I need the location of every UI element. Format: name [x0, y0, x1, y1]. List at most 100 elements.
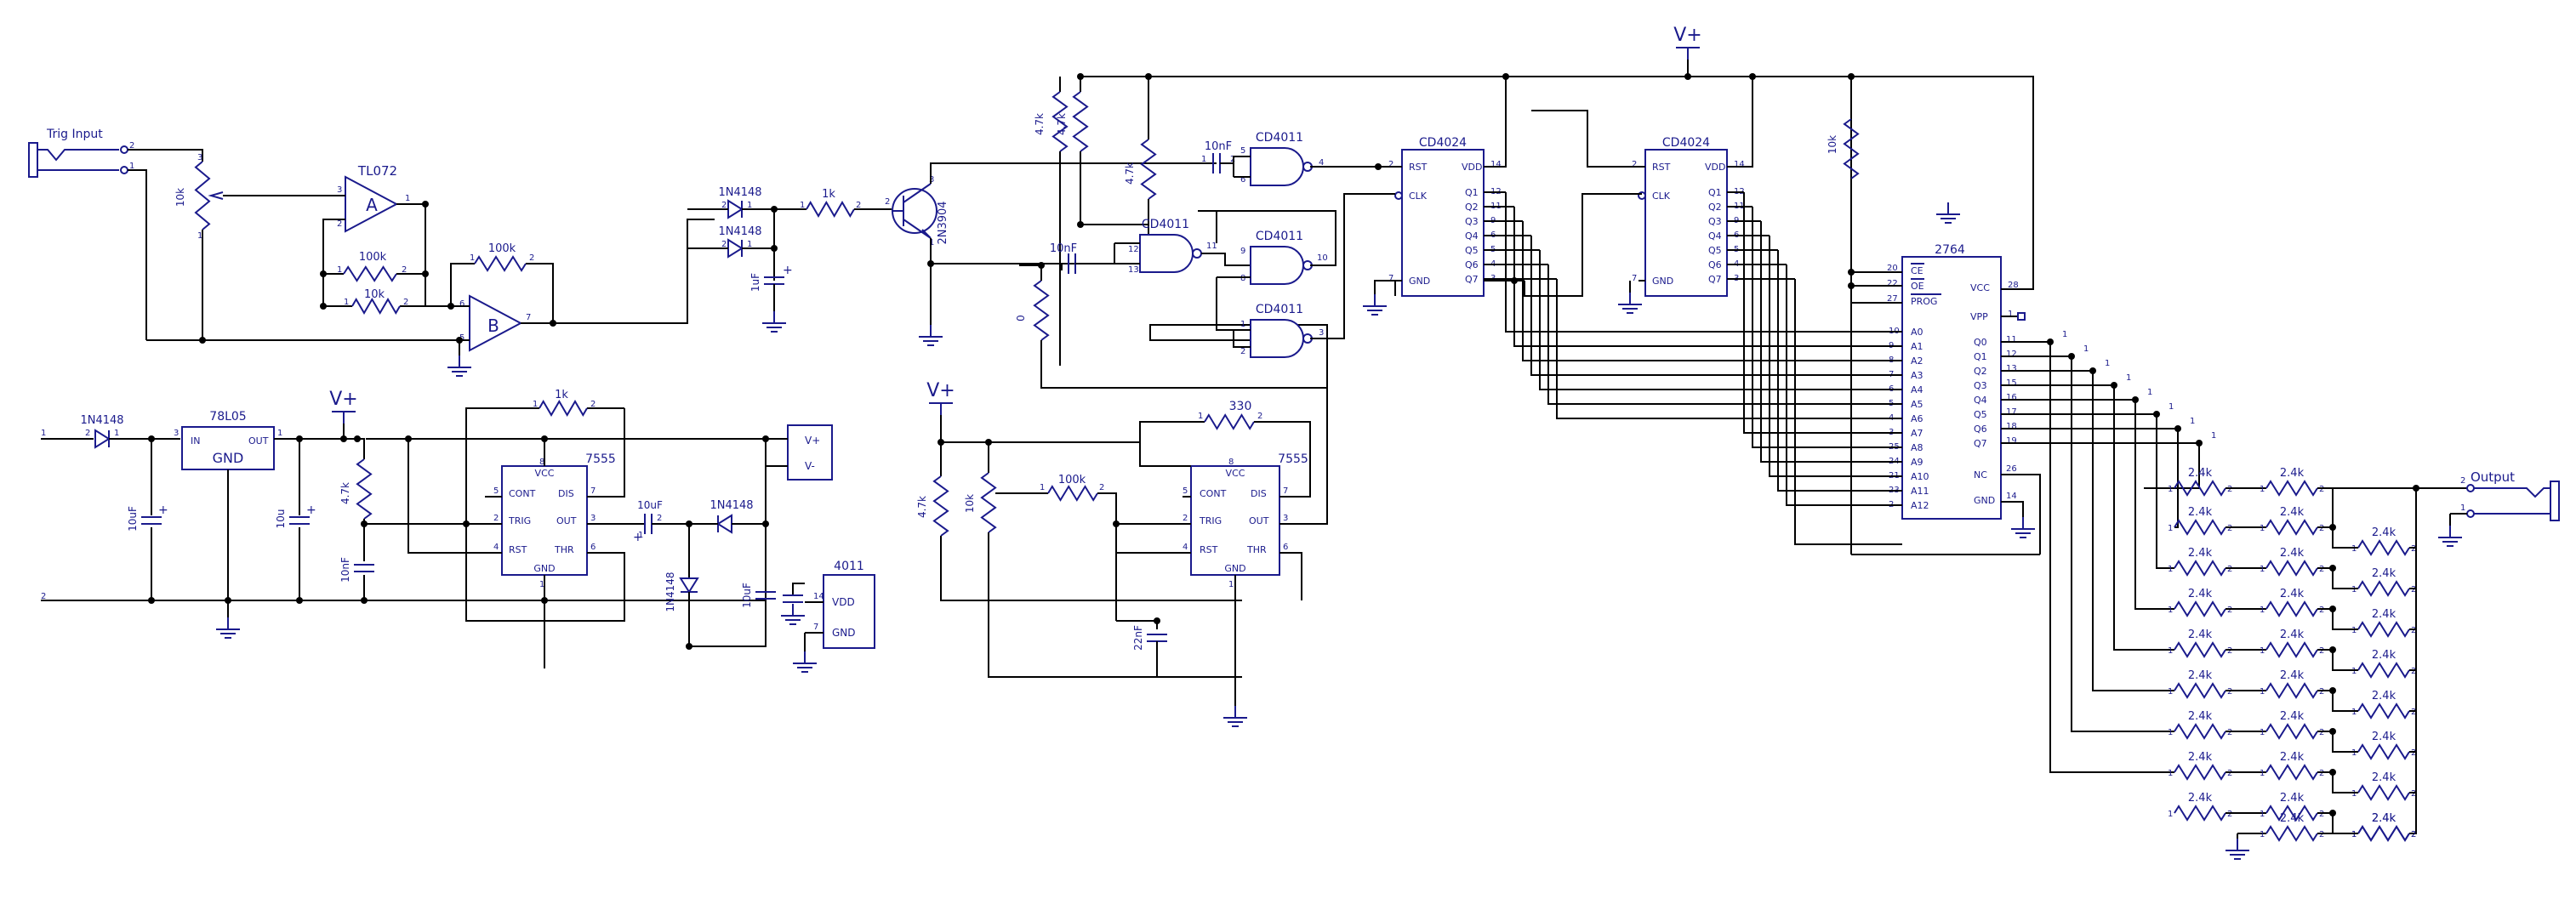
eprom-d-q5: Q5 — [1974, 409, 1987, 420]
junction-dot — [771, 245, 778, 252]
pin-number: 1 — [129, 162, 134, 171]
pin-number: 15 — [2006, 378, 2017, 388]
cap-10uf-2-label: 10uF — [741, 583, 753, 608]
cd4024-1-q3: Q3 — [1465, 216, 1479, 227]
junction-dot — [1113, 520, 1120, 527]
diode-icon — [94, 429, 111, 449]
pin-number: 1 — [2169, 402, 2174, 412]
pin-number: 1 — [41, 429, 46, 438]
pin-number: 1 — [2260, 830, 2265, 839]
diode-icon — [727, 238, 744, 259]
pin-number: 1 — [2008, 310, 2013, 319]
junction-dot — [422, 270, 429, 277]
pin-number: 2 — [85, 429, 90, 438]
pin-number: 1 — [2126, 373, 2131, 383]
diode-icon — [727, 199, 744, 219]
ic-4011-power — [823, 574, 875, 649]
r2r-shunt-label: 2.4k — [2372, 526, 2396, 539]
pin-number: 8 — [539, 458, 544, 467]
pin-number: 7 — [1283, 486, 1288, 496]
eprom-a3: A3 — [1911, 370, 1923, 381]
pin-number: 5 — [1240, 146, 1245, 156]
power-rail-label: V+ — [329, 389, 357, 410]
r2r-r-label: 2.4k — [2188, 669, 2213, 682]
pin-number: 1 — [2168, 565, 2173, 574]
eprom-pullup-label: 10k — [1827, 135, 1838, 154]
cd4024-1-vdd: VDD — [1462, 162, 1482, 173]
pin-number: 2 — [403, 298, 408, 307]
r2r-term2-label: 2.4k — [2372, 812, 2396, 825]
resistor-zigzag — [2174, 641, 2226, 658]
pin-number: 1 — [2105, 359, 2110, 368]
ground-icon — [919, 325, 943, 346]
pin-number: 2 — [2411, 626, 2416, 635]
r2r-r2-label: 2.4k — [2280, 669, 2305, 682]
junction-dot — [2329, 606, 2336, 612]
r2r-r2-label: 2.4k — [2280, 710, 2305, 723]
eprom-a9: A9 — [1911, 457, 1923, 468]
resistor-zigzag — [2265, 641, 2318, 658]
ground-icon — [216, 617, 240, 639]
gate4-label: CD4011 — [1256, 303, 1303, 316]
pin-number: 1 — [929, 238, 934, 247]
eprom-a6: A6 — [1911, 413, 1923, 424]
r-10k-label: 10k — [364, 288, 385, 301]
eprom-a10: A10 — [1911, 471, 1929, 482]
nand-gate-icon — [1250, 147, 1304, 186]
pin-number: 7 — [1388, 274, 1393, 283]
inverter-bubble — [1192, 248, 1202, 259]
ground-icon — [447, 355, 471, 377]
reg-in-label: IN — [191, 435, 200, 446]
junction-dot — [2329, 810, 2336, 816]
pin-number: 2 — [885, 197, 890, 207]
pin-number: 2 — [2319, 485, 2324, 494]
tl072-label: TL072 — [357, 163, 397, 179]
pin-number: 2 — [2227, 646, 2232, 656]
pin-number: 6 — [1240, 175, 1245, 185]
r2r-r2-label: 2.4k — [2280, 792, 2305, 805]
junction-dot — [354, 435, 361, 442]
r2r-shunt-label: 2.4k — [2372, 567, 2396, 580]
pin-number: 1 — [2260, 728, 2265, 737]
nand-gate-icon — [1250, 246, 1304, 285]
cd4024-2-q3: Q3 — [1708, 216, 1722, 227]
pin-number: 2 — [1183, 514, 1188, 523]
pin-number: 2 — [2460, 476, 2465, 486]
pin-number: 1 — [800, 201, 805, 210]
pin-number: 2 — [2411, 830, 2416, 839]
pin-number: 2 — [2319, 830, 2324, 839]
junction-dot — [296, 597, 303, 604]
pin-number: 1 — [2168, 728, 2173, 737]
pin-number: 1 — [2168, 646, 2173, 656]
resistor-zigzag — [1204, 413, 1255, 430]
vdd-label: VDD — [832, 596, 855, 608]
pin-number: 2 — [2227, 524, 2232, 533]
pin-number: 3 — [1319, 328, 1324, 338]
pin-number: 4 — [1319, 158, 1324, 168]
cap-10nf-label: 10nF — [339, 557, 351, 583]
reg-gnd-label: GND — [213, 450, 244, 466]
clk-out-label: OUT — [1249, 515, 1269, 526]
cap-10u-label: 10u — [275, 509, 287, 529]
cd4024-1-q7: Q7 — [1465, 274, 1479, 285]
junction-dot — [2329, 769, 2336, 776]
pin-number: 2 — [2411, 667, 2416, 676]
pin-number: 2 — [2411, 544, 2416, 554]
opamp-icon — [345, 175, 399, 233]
pin-number: 3 — [1283, 514, 1288, 523]
ic-cd4024-2-body — [1644, 149, 1728, 297]
junction-dot — [1038, 262, 1045, 269]
pot-value: 10k — [174, 188, 186, 207]
junction-dot — [361, 597, 368, 604]
junction-dot — [1154, 617, 1160, 624]
pin-number: 2 — [1257, 412, 1262, 421]
r2r-shunt-label: 2.4k — [2372, 649, 2396, 662]
eprom-a12: A12 — [1911, 500, 1929, 511]
resistor-zigzag — [980, 472, 997, 533]
junction-dot — [1502, 73, 1509, 80]
gate-r0-label: 0 — [1015, 315, 1027, 321]
r-1k-base-label: 1k — [822, 188, 835, 201]
pin-number: 1 — [1201, 155, 1206, 164]
v-plus-pin-label: V+ — [805, 435, 820, 446]
